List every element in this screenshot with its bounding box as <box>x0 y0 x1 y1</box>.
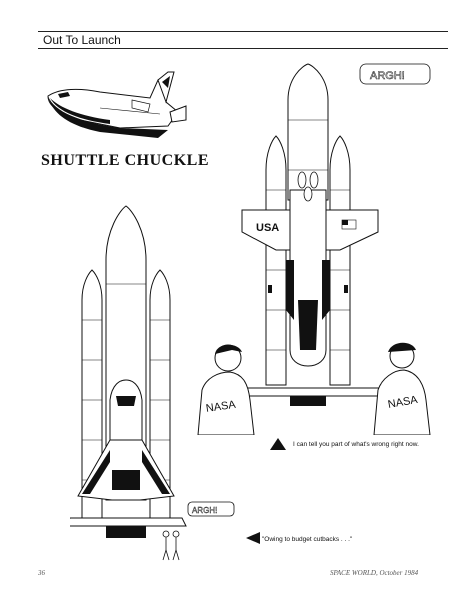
signature-box: ARGH! <box>187 501 235 517</box>
nasa-jacket-text: NASA <box>205 399 237 415</box>
pointer-triangle <box>270 438 286 450</box>
spectator-right: NASA <box>373 342 431 435</box>
signature-box: ARGH! <box>359 63 431 85</box>
small-spectators <box>162 530 180 561</box>
shuttle-stack-front-illustration: ARGH! <box>70 205 235 561</box>
publication-footer: SPACE WORLD, October 1984 <box>330 569 419 577</box>
caption-bottom: "Owing to budget cutbacks . . ." <box>262 536 353 543</box>
header-rule <box>38 31 448 32</box>
header-rule <box>38 48 448 49</box>
nasa-jacket-text: NASA <box>387 394 419 411</box>
usa-marking: USA <box>256 222 279 234</box>
orbiter-illustration <box>47 71 187 138</box>
pointer-triangle <box>246 532 260 544</box>
section-title: Out To Launch <box>43 33 121 47</box>
caption-top: I can tell you part of what's wrong righ… <box>293 441 419 448</box>
page-number: 36 <box>38 569 45 577</box>
comic-title: SHUTTLE CHUCKLE <box>41 152 209 169</box>
shuttle-stack-rear-illustration: ARGH! USA NASA NASA <box>197 63 431 435</box>
spectator-left: NASA <box>197 344 255 435</box>
signature-text: ARGH! <box>370 70 405 82</box>
signature-text: ARGH! <box>192 506 217 515</box>
